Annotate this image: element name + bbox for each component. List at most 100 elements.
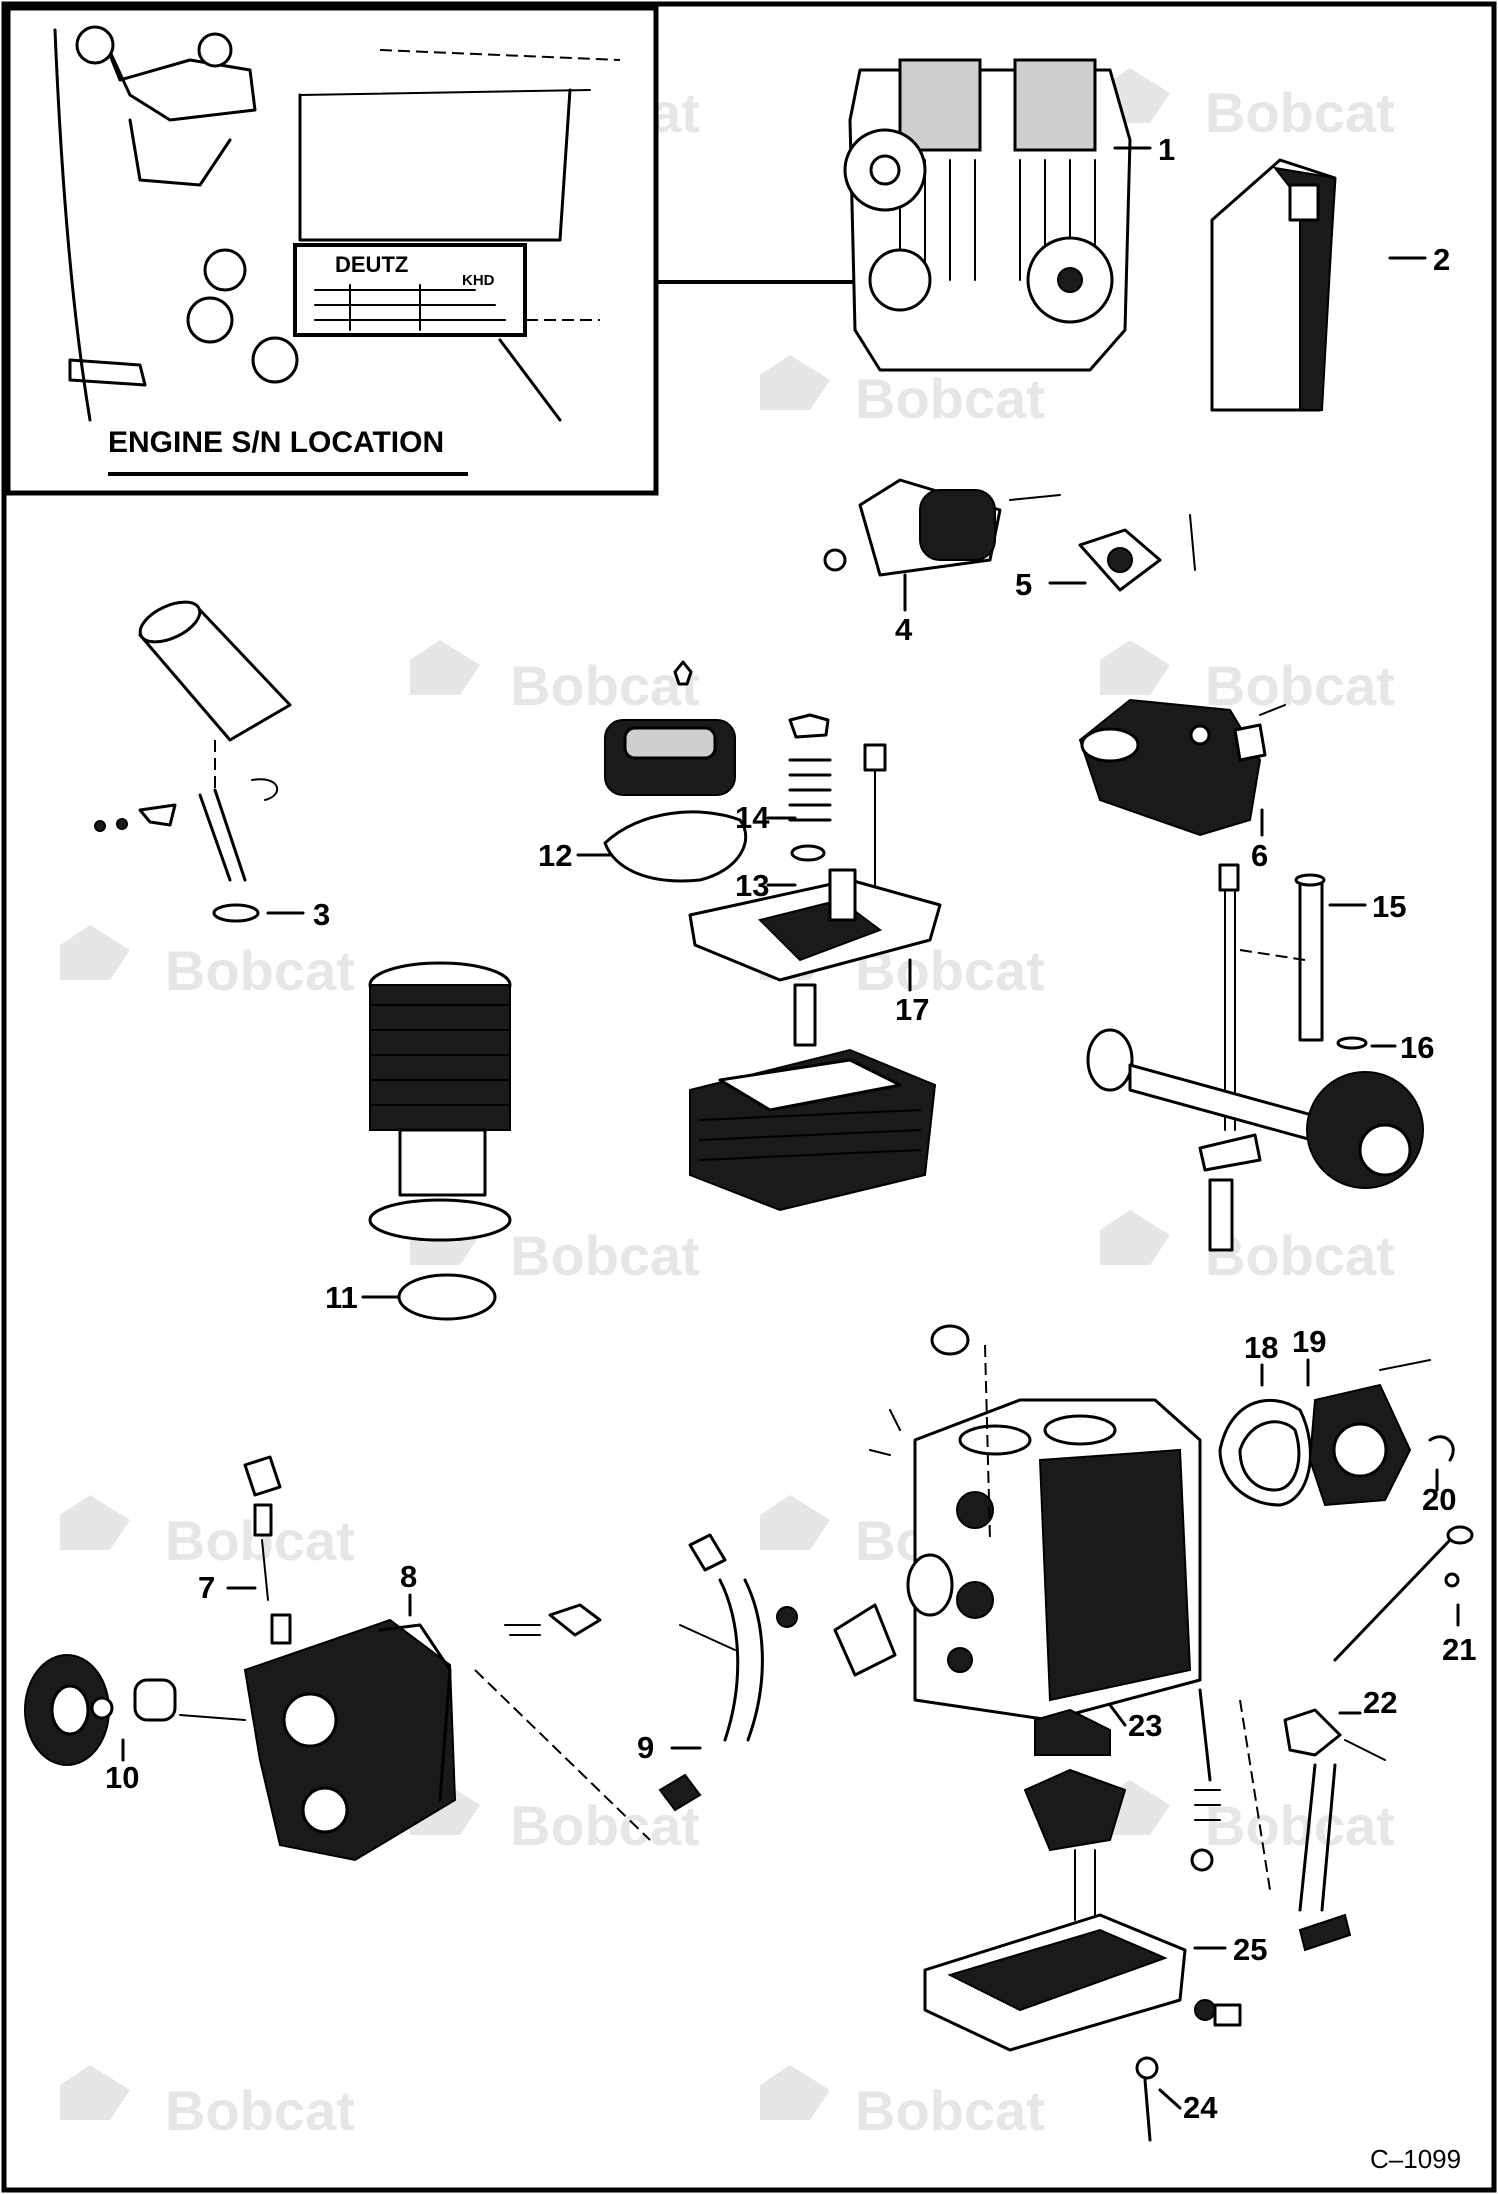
part-package-box [1210,158,1337,412]
gear-housing-bore [301,1786,349,1834]
callout-13: 13 [735,868,769,903]
engine-cylinder-head [898,58,982,152]
part-exhaust-gasket [1078,514,1196,592]
cylinder-base-seal [368,1198,512,1242]
cylinder-head-fins [699,1109,921,1161]
callout-21: 21 [1442,1632,1476,1667]
camshaft-shaft [1128,1063,1332,1147]
watermark-logo: Bobcat [60,2065,355,2142]
valve-rod-end [863,743,887,772]
manifold-nut [1189,724,1211,746]
plate-logo: DEUTZ [335,252,408,277]
oil-pump-lower [1023,1768,1127,1852]
gear-housing-clip [548,1603,602,1637]
oil-fill-tube [1320,1763,1337,1912]
watermark-text: Bobcat [1205,1224,1395,1287]
part-cylinder-head [689,1048,937,1212]
part-valve-spring [788,713,887,901]
flange-bolt [1009,494,1061,501]
crankcase-bolt [776,1606,798,1628]
crankcase-bore [1043,1414,1117,1446]
seal-gasket-18 [1218,1398,1312,1507]
callout-25: 25 [1233,1932,1267,1967]
oil-pump-upper [1034,1708,1111,1756]
inset-pipe-fitting [75,25,115,65]
seal-housing-bore [1332,1422,1388,1478]
part-valve-cover [603,660,748,883]
pulley-hub [50,1684,90,1736]
dipstick-seal [1444,1572,1460,1588]
callout-12: 12 [538,838,572,873]
callout-23: 23 [1128,1708,1162,1743]
cylinder-fins [369,984,511,1131]
engine-pulley [868,248,932,312]
drain-plug [1213,2003,1242,2027]
drain-bolt [1143,2078,1152,2142]
filter-tube [198,793,232,882]
seal-ring-20 [1428,1435,1455,1462]
watermark-logo: Bobcat [1100,1780,1395,1857]
injector-sleeve [253,1503,273,1537]
watermark-text: Bobcat [1205,1794,1395,1857]
part-oil-pan [923,1688,1242,2142]
inset-housing-line [299,89,591,96]
crankcase-fittings [869,1409,901,1456]
flange-washer [823,548,847,572]
crankcase-cover [833,1603,897,1677]
part-seal-housing [1218,1359,1455,1507]
flange-tube [919,489,996,561]
push-rod-seal [1336,1036,1368,1050]
watermark-logo: Bobcat [60,925,355,1002]
watermark-text: Bobcat [855,2079,1045,2142]
inset-hidden-line [379,49,621,61]
rocker-shaft-post [828,868,857,922]
inset-dipstick-loop [203,248,247,292]
part-crank-pulley [24,1654,246,1766]
part-breather-tube [658,1533,764,1812]
part-push-rod-tube [1239,873,1368,1050]
watermark-logo: Bobcat [760,355,1045,430]
gasket-stud [1189,514,1196,571]
camshaft-gear [1306,1071,1424,1189]
camshaft-gear-hub [1358,1123,1412,1177]
part-crankcase [776,1324,1202,1722]
part-dipstick [1333,1525,1474,1662]
watermark-text: Bobcat [1205,81,1395,144]
breather-valve [658,1773,702,1812]
push-rod-guide [1239,949,1306,961]
valve-cover-top [623,726,717,760]
callout-24: 24 [1183,2090,1218,2125]
crankcase-port [947,1647,973,1673]
part-intake-flange [823,478,1061,577]
manifold-body [1078,698,1262,837]
relief-valve-cap [1190,1848,1214,1872]
relief-valve-stem [1198,1688,1212,1782]
serial-number-inset: DEUTZ KHD ENGINE S/N LOCATION [5,5,1000,496]
part-gear-housing [243,1603,651,1862]
valve-cover-nut [673,660,693,686]
callout-19: 19 [1292,1324,1326,1359]
oil-fill-tube [1298,1763,1317,1912]
callout-5: 5 [1015,567,1032,602]
valve-spring-cap [788,713,830,739]
gasket-port [1107,547,1133,573]
dipstick-handle [1446,1525,1474,1545]
injector-nozzle [270,1613,292,1645]
engine-cooling-fins [899,159,1096,281]
watermark-logo: Bobcat [760,2065,1045,2142]
watermark-text: Bobcat [1205,654,1395,717]
inset-housing [298,88,572,242]
watermark-text: Bobcat [165,939,355,1002]
inset-frame-edge [498,338,562,422]
gear-housing-spring [504,1624,541,1636]
figure-code: C–1099 [1370,2144,1461,2174]
callout-6: 6 [1251,838,1268,873]
callout-16: 16 [1400,1030,1434,1065]
watermark-text: Bobcat [510,1224,700,1287]
tappet-bracket [1198,1133,1262,1172]
oil-fill-guide [1239,1699,1271,1891]
part-camshaft [1086,863,1424,1252]
pulley-shaft-line [179,1714,246,1721]
callout-4: 4 [895,612,913,647]
